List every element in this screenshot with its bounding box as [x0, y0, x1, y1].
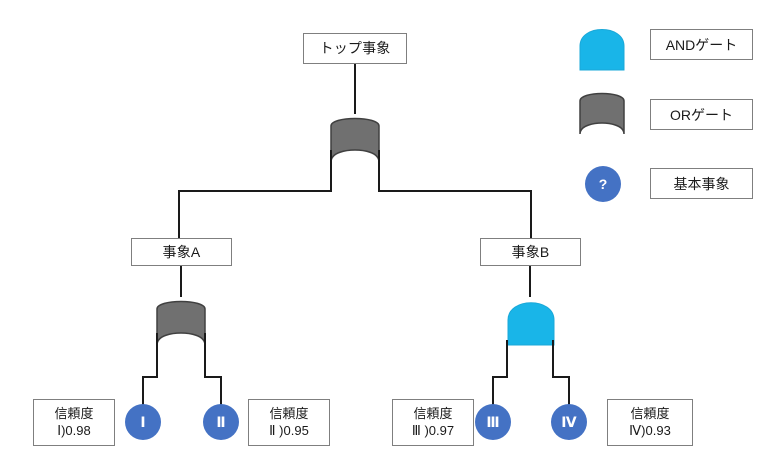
connector-bus-right [378, 190, 532, 192]
reliability-1-value: Ⅰ)0.98 [57, 422, 91, 438]
legend-and-gate-text: ANDゲート [665, 36, 738, 53]
reliability-box-1[interactable]: 信頼度 Ⅰ)0.98 [33, 399, 115, 446]
event-b-and-gate[interactable] [506, 295, 556, 351]
reliability-2-title: 信頼度 [269, 406, 309, 422]
connector-top-event-to-top-gate [354, 64, 356, 114]
event-b-box[interactable]: 事象B [480, 238, 581, 266]
connector-gate-a-bus-left [142, 376, 158, 378]
question-mark-icon: ? [598, 176, 608, 192]
legend-label-or-gate: ORゲート [650, 99, 753, 130]
connector-top-gate-left-leg [330, 150, 332, 192]
legend-basic-event-icon: ? [585, 166, 621, 202]
basic-event-2[interactable]: Ⅱ [203, 404, 239, 440]
legend-label-basic-event: 基本事象 [650, 168, 753, 199]
connector-gate-b-bus-right [552, 376, 570, 378]
connector-gate-a-left-leg [156, 333, 158, 378]
basic-event-3[interactable]: Ⅲ [475, 404, 511, 440]
reliability-3-title: 信頼度 [413, 406, 453, 422]
connector-down-to-basic-4 [568, 376, 570, 408]
reliability-2-value: Ⅱ )0.95 [269, 422, 309, 438]
connector-event-b-to-gate-b [529, 266, 531, 297]
legend-and-gate-icon [578, 22, 626, 74]
connector-gate-a-right-leg [204, 333, 206, 378]
event-a-label: 事象A [162, 243, 201, 260]
reliability-4-value: Ⅳ)0.93 [629, 422, 671, 438]
basic-event-4[interactable]: Ⅳ [551, 404, 587, 440]
top-or-gate[interactable] [329, 112, 381, 170]
connector-down-to-event-a [178, 190, 180, 238]
connector-top-gate-right-leg [378, 150, 380, 192]
basic-event-2-label: Ⅱ [216, 413, 226, 430]
connector-gate-a-bus-right [204, 376, 222, 378]
connector-down-to-basic-2 [220, 376, 222, 408]
connector-gate-b-bus-left [492, 376, 508, 378]
top-event-box[interactable]: トップ事象 [303, 33, 407, 64]
reliability-box-4[interactable]: 信頼度 Ⅳ)0.93 [607, 399, 693, 446]
connector-bus-left [178, 190, 332, 192]
event-b-label: 事象B [511, 243, 550, 260]
reliability-1-title: 信頼度 [54, 406, 94, 422]
top-event-label: トップ事象 [319, 40, 391, 57]
reliability-box-2[interactable]: 信頼度 Ⅱ )0.95 [248, 399, 330, 446]
basic-event-3-label: Ⅲ [486, 413, 500, 430]
reliability-3-value: Ⅲ )0.97 [411, 422, 455, 438]
connector-gate-b-left-leg [506, 340, 508, 378]
legend-or-gate-text: ORゲート [670, 106, 733, 123]
basic-event-1-label: Ⅰ [140, 413, 146, 430]
legend-or-gate-icon [578, 88, 626, 142]
legend-basic-event-text: 基本事象 [673, 175, 730, 192]
event-a-or-gate[interactable] [155, 295, 207, 353]
reliability-box-3[interactable]: 信頼度 Ⅲ )0.97 [392, 399, 474, 446]
connector-gate-b-right-leg [552, 340, 554, 378]
event-a-box[interactable]: 事象A [131, 238, 232, 266]
basic-event-4-label: Ⅳ [561, 413, 577, 430]
connector-down-to-basic-1 [142, 376, 144, 408]
connector-event-a-to-gate-a [180, 266, 182, 297]
legend-label-and-gate: ANDゲート [650, 29, 753, 60]
reliability-4-title: 信頼度 [630, 406, 670, 422]
basic-event-1[interactable]: Ⅰ [125, 404, 161, 440]
connector-down-to-event-b [530, 190, 532, 238]
connector-down-to-basic-3 [492, 376, 494, 408]
